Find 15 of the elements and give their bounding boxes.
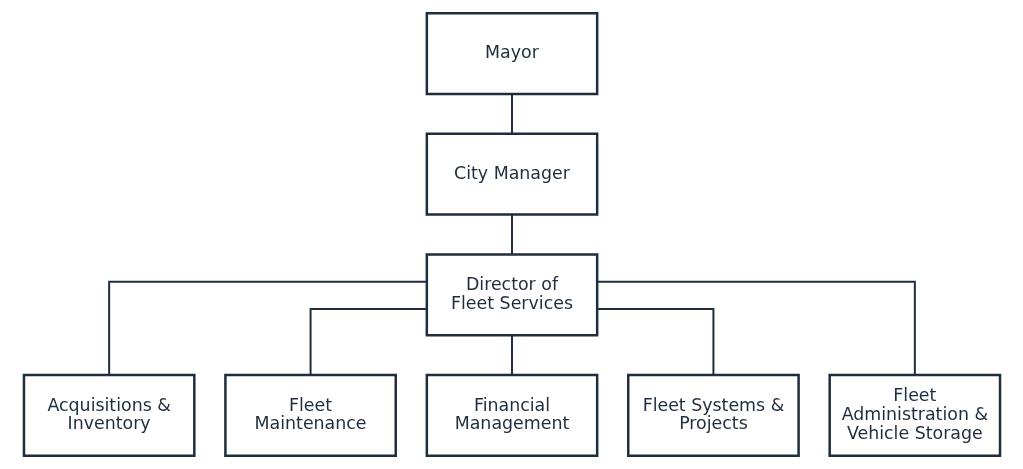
connector — [595, 280, 916, 376]
connector — [595, 308, 714, 376]
node-box: Fleet Maintenance — [223, 373, 397, 458]
connector — [510, 213, 513, 256]
node-box: Financial Management — [425, 373, 598, 458]
connector — [510, 93, 513, 135]
node-box: Director of Fleet Services — [425, 253, 598, 337]
connector — [510, 334, 513, 376]
node-box: Mayor — [425, 11, 598, 96]
node-box: Acquisitions & Inventory — [22, 373, 196, 458]
connector — [107, 280, 428, 376]
node-box: Fleet Systems & Projects — [626, 373, 800, 458]
node-box: Fleet Administration & Vehicle Storage — [827, 373, 1001, 458]
connector — [309, 308, 428, 376]
node-box: City Manager — [425, 132, 598, 216]
